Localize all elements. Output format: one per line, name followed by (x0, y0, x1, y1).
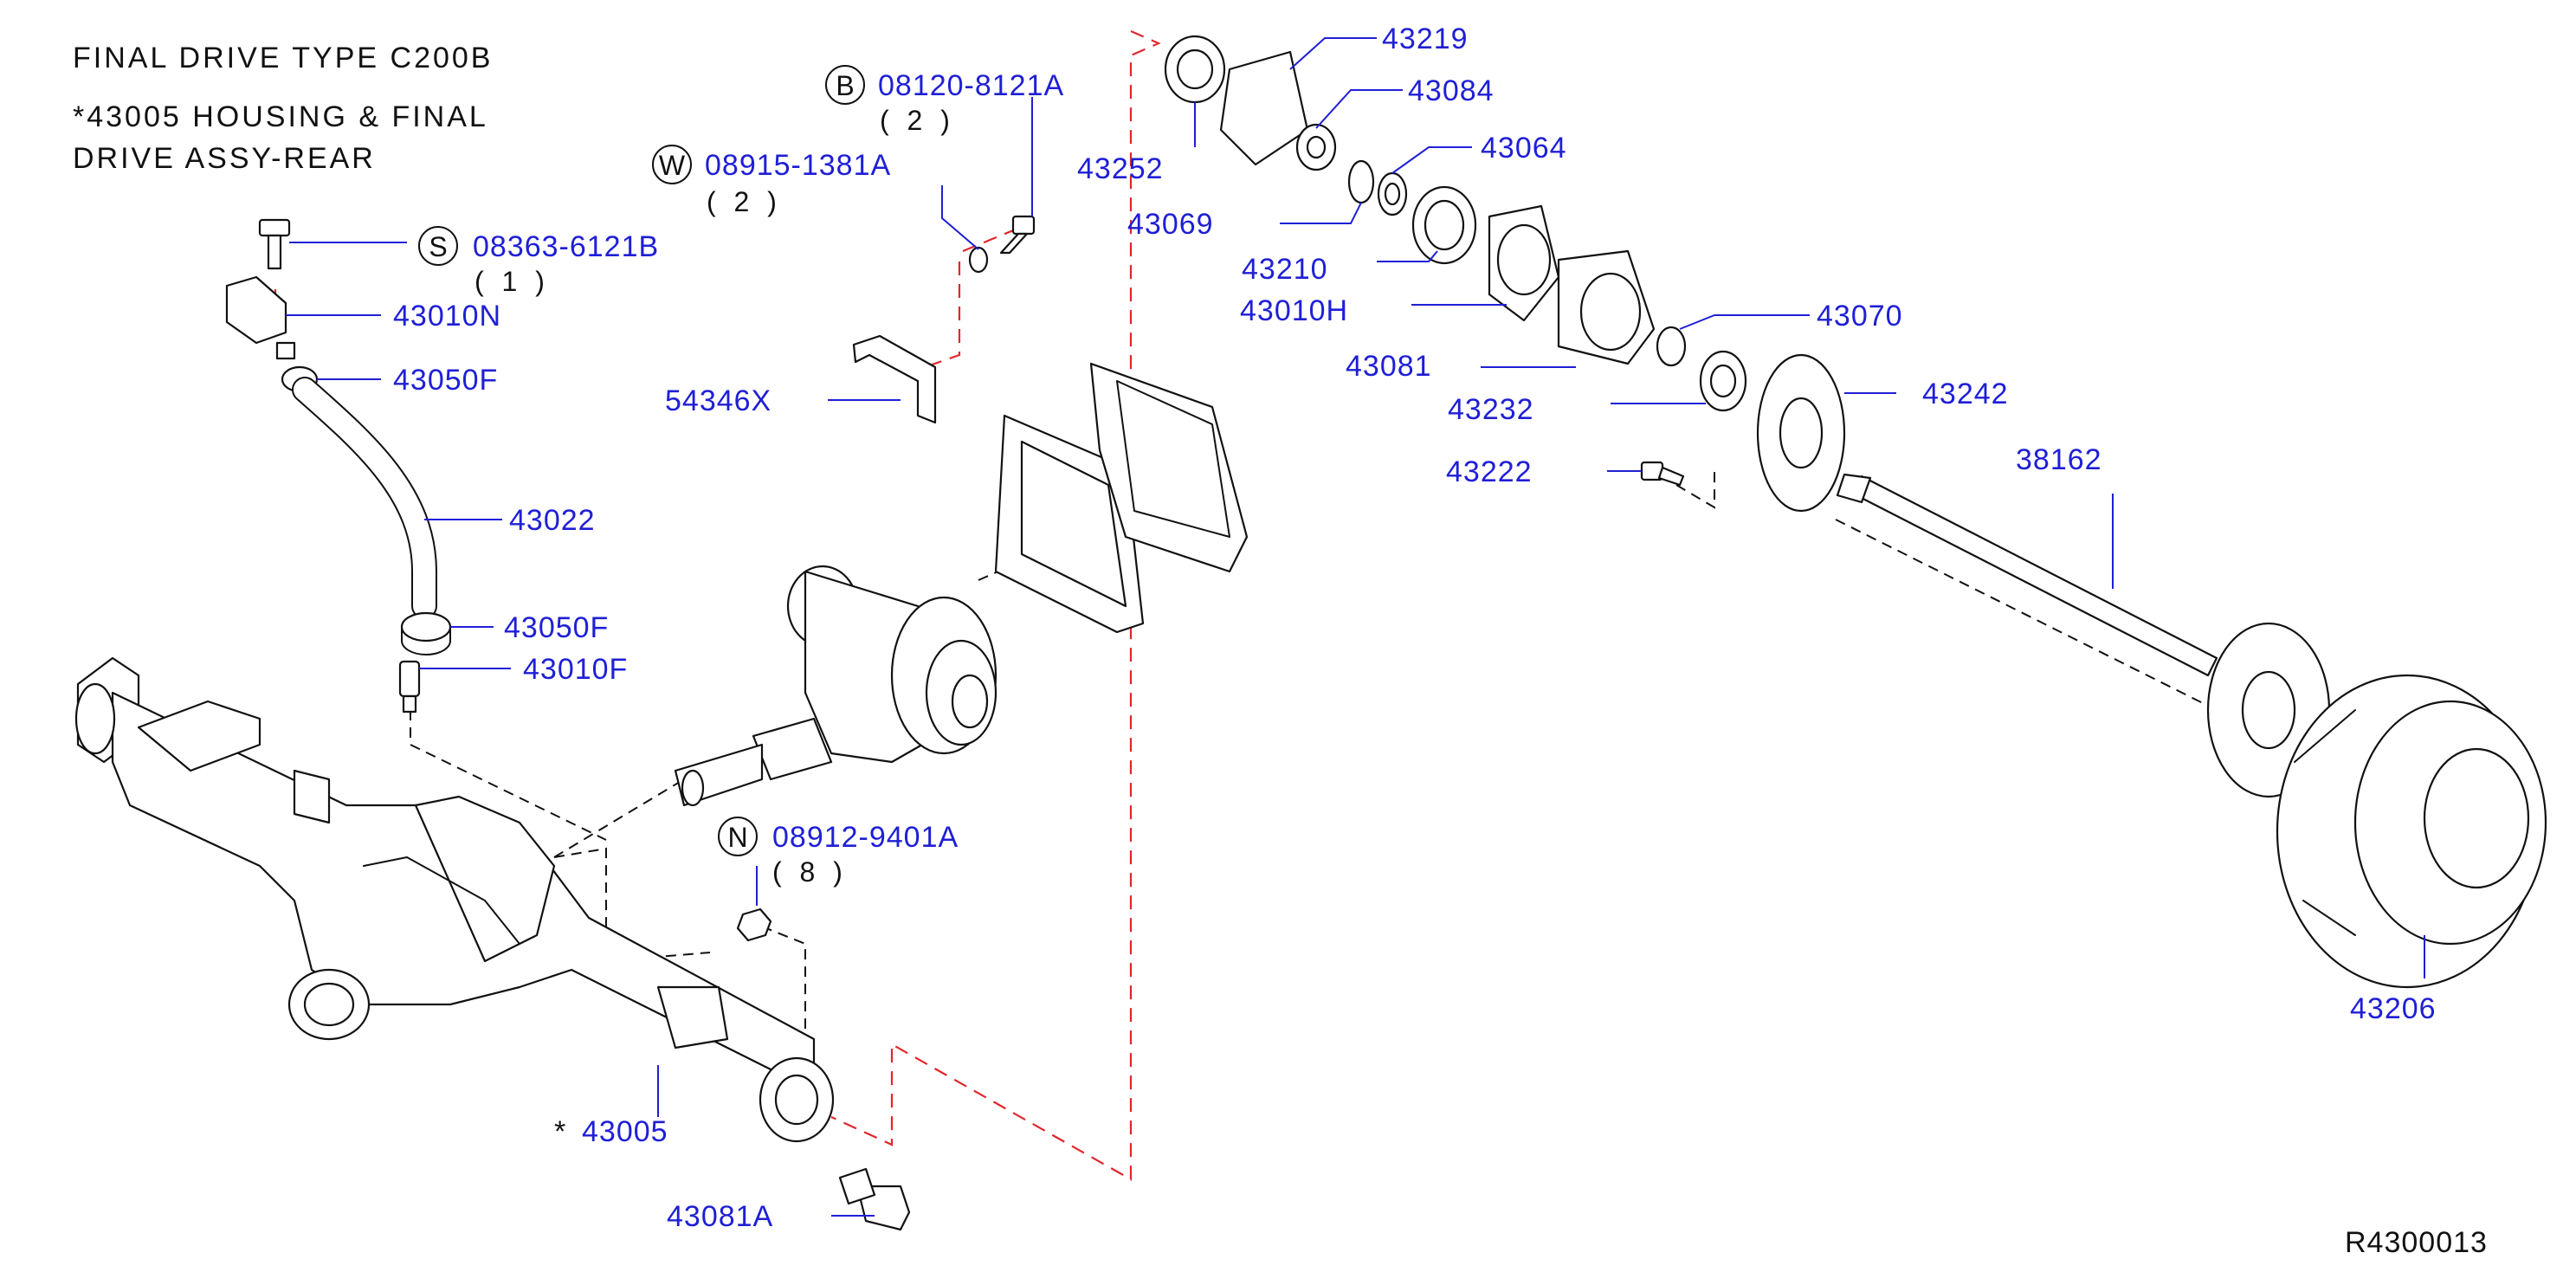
fastener-s[interactable]: S 08363-6121B ( 1 ) (418, 226, 659, 297)
fastener-s-qty: ( 1 ) (475, 266, 550, 297)
breather-fitting-43010f (398, 660, 421, 714)
fastener-w[interactable]: W 08915-1381A ( 2 ) (652, 145, 891, 217)
leader-43070 (1679, 314, 1810, 330)
reference-dash-bracket (924, 262, 961, 369)
circle-letter-w (652, 145, 692, 184)
fastener-w-part[interactable]: 08915-1381A (705, 149, 891, 182)
bolt-43081a (838, 1167, 911, 1231)
header-line-3: DRIVE ASSY-REAR (73, 142, 376, 175)
leader-43069 (1280, 202, 1362, 224)
axle-shaft-38162 (1836, 473, 2331, 798)
breather-bolt (258, 218, 291, 270)
differential-assembly (674, 565, 997, 807)
fastener-n-qty: ( 8 ) (772, 856, 848, 888)
fastener-n[interactable]: N 08912-9401A ( 8 ) (718, 817, 959, 888)
rear-cover (1089, 362, 1249, 573)
callout-43222[interactable]: 43222 (1446, 455, 1533, 488)
fastener-n-part[interactable]: 08912-9401A (772, 821, 959, 854)
leader-43210 (1377, 250, 1438, 262)
leader-43084 (1315, 89, 1403, 129)
lock-washer-43069 (1347, 159, 1375, 204)
assembly-line-diff (553, 778, 685, 858)
diagram-code: R4300013 (2345, 1226, 2488, 1259)
bearing-cage-43010h (1488, 204, 1560, 322)
bearing-43232 (1699, 350, 1747, 412)
leader-43219 (1289, 37, 1377, 70)
fastener-b[interactable]: B 08120-8121A ( 2 ) (825, 65, 1064, 136)
circle-letter-b (825, 65, 865, 105)
reference-dash-bolt (962, 225, 1023, 253)
backing-plate-43242 (1756, 353, 1846, 513)
fastener-w-qty: ( 2 ) (707, 186, 782, 217)
callout-43206[interactable]: 43206 (2350, 992, 2437, 1025)
callout-43070[interactable]: 43070 (1817, 300, 1903, 333)
bolt-43222 (1640, 461, 1685, 487)
bearing-housing-43081 (1557, 249, 1656, 365)
callout-43022[interactable]: 43022 (509, 504, 596, 537)
spacer-43070 (1656, 326, 1687, 367)
callout-43084[interactable]: 43084 (1408, 74, 1495, 107)
bolt-08120 (999, 215, 1036, 255)
callout-43081a[interactable]: 43081A (667, 1200, 773, 1233)
washer-08915 (968, 246, 989, 274)
letter-s: S (429, 231, 447, 262)
leader-43064 (1391, 146, 1472, 174)
header-line-2: *43005 HOUSING & FINAL (73, 100, 488, 133)
letter-w: W (659, 150, 686, 181)
callout-43210[interactable]: 43210 (1242, 253, 1328, 286)
callout-43252[interactable]: 43252 (1077, 152, 1164, 185)
callout-43005-star: * (554, 1115, 566, 1148)
callout-43010f[interactable]: 43010F (523, 653, 628, 686)
axle-housing (74, 656, 835, 1143)
callout-43219[interactable]: 43219 (1382, 23, 1469, 55)
brake-drum-43206 (2276, 674, 2547, 989)
oil-seal-43252 (1164, 35, 1226, 104)
breather-hose-inner (294, 378, 436, 617)
assembly-line-nut (761, 926, 806, 1065)
callout-43010n[interactable]: 43010N (393, 300, 501, 333)
reference-boundary-line (830, 29, 1161, 1181)
bracket-54346x (852, 334, 937, 424)
callout-43232[interactable]: 43232 (1448, 393, 1534, 426)
assembly-line-bolt-43222 (1675, 468, 1715, 509)
assembly-line-breather (410, 710, 607, 841)
breather-connector-43010n (225, 275, 296, 360)
callout-43005[interactable]: 43005 (582, 1115, 668, 1148)
callout-43242[interactable]: 43242 (1922, 378, 2009, 410)
letter-b: B (836, 70, 854, 101)
hose-clamp-43050f-bottom (400, 611, 452, 655)
nut-08912 (736, 907, 772, 942)
fastener-s-part[interactable]: 08363-6121B (473, 230, 659, 263)
header-line-1: FINAL DRIVE TYPE C200B (73, 42, 494, 74)
callout-54346x[interactable]: 54346X (665, 384, 772, 417)
callout-43010h[interactable]: 43010H (1240, 294, 1348, 327)
spacer-43064 (1377, 171, 1408, 216)
circle-letter-n (718, 817, 758, 856)
fastener-b-qty: ( 2 ) (880, 105, 955, 136)
lock-washer-43084 (1295, 123, 1337, 171)
fastener-b-part[interactable]: 08120-8121A (878, 69, 1064, 102)
rear-cover-inner (1116, 380, 1230, 538)
circle-letter-s (418, 226, 458, 266)
callout-43069[interactable]: 43069 (1127, 208, 1214, 241)
gasket-43219 (1219, 50, 1309, 166)
callout-43050f-bottom[interactable]: 43050F (504, 611, 609, 644)
leader-08915 (941, 185, 979, 250)
callout-38162[interactable]: 38162 (2016, 443, 2102, 476)
bearing-43210 (1411, 185, 1477, 265)
letter-n: N (727, 822, 747, 853)
callout-43050f-top[interactable]: 43050F (393, 364, 498, 397)
callout-43064[interactable]: 43064 (1481, 132, 1567, 165)
carrier-gasket-inner (1020, 440, 1127, 608)
callout-43081[interactable]: 43081 (1346, 350, 1432, 383)
